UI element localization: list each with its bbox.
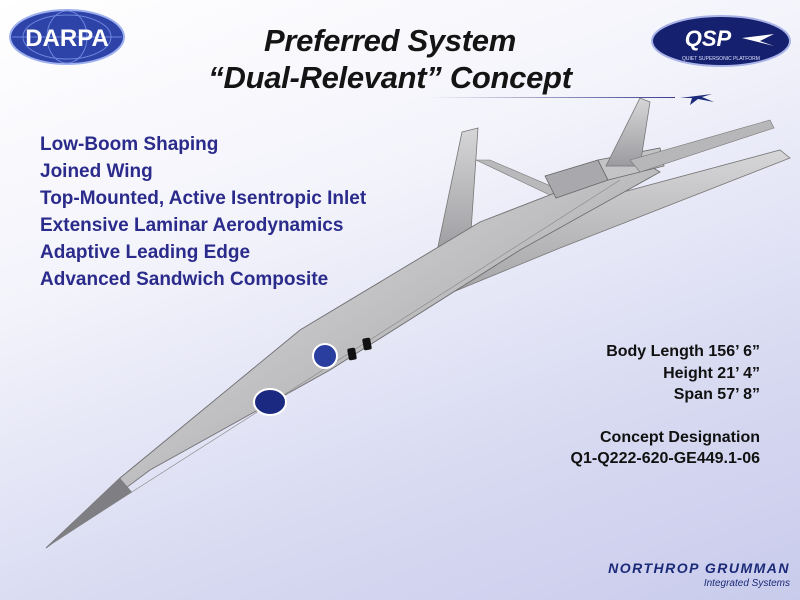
title-line-1: Preferred System [264,23,516,58]
fuselage-qsp-emblem [253,388,287,416]
title-underline [430,97,675,98]
feature-list: Low-Boom Shaping Joined Wing Top-Mounted… [40,131,366,293]
feature-item: Joined Wing [40,161,153,182]
designation-label: Concept Designation [599,428,760,446]
qsp-logo: QSP QUIET SUPERSONIC PLATFORM [651,15,791,67]
slide-title: Preferred System “Dual-Relevant” Concept [170,22,610,96]
northrop-grumman-name: NORTHROP GRUMMAN [608,560,790,576]
northrop-grumman-logo: NORTHROP GRUMMAN Integrated Systems [600,560,790,589]
designation-value: Q1-Q222-620-GE449.1-06 [570,450,760,467]
feature-item: Advanced Sandwich Composite [40,269,329,290]
title-line-2: “Dual-Relevant” Concept [208,60,572,95]
feature-item: Low-Boom Shaping [40,134,219,155]
feature-item: Top-Mounted, Active Isentropic Inlet [40,188,367,209]
spacer [571,406,760,427]
darpa-logo-text: DARPA [25,25,109,52]
spec-block: Body Length 156’ 6” Height 21’ 4” Span 5… [571,341,760,470]
fuselage-darpa-emblem [312,343,338,369]
northrop-grumman-subtitle: Integrated Systems [703,578,790,589]
qsp-logo-text: QSP [685,26,732,51]
span: Span 57’ 8” [673,386,760,403]
feature-item: Adaptive Leading Edge [40,242,251,263]
height: Height 21’ 4” [663,364,760,382]
body-length: Body Length 156’ 6” [606,343,760,360]
feature-item: Extensive Laminar Aerodynamics [40,215,344,236]
darpa-logo: DARPA [9,9,125,65]
jet-icon [680,94,714,105]
qsp-logo-subtitle: QUIET SUPERSONIC PLATFORM [682,56,760,62]
